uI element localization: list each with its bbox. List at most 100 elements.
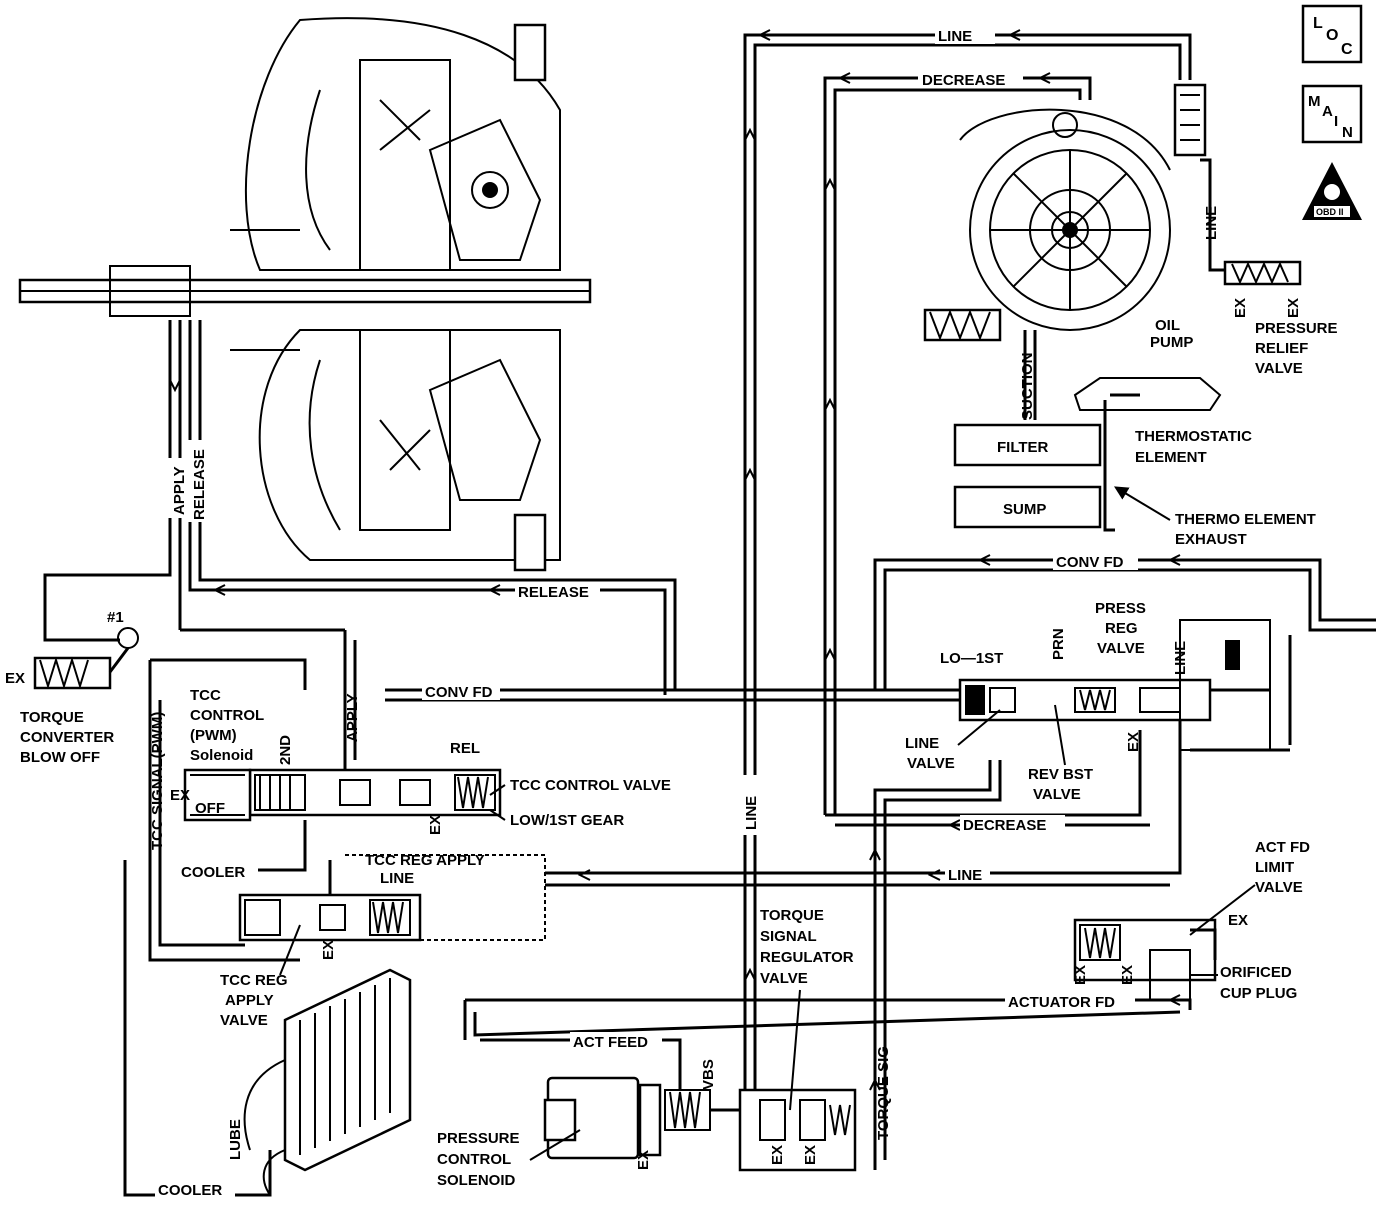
act-fd-limit-label-2: LIMIT [1255,859,1294,876]
svg-text:L: L [1313,15,1323,32]
act-fd-limit-label-1: ACT FD [1255,839,1310,856]
pressure-control-solenoid [543,1076,740,1160]
ex-label-press-reg: EX [1125,732,1142,752]
conv-fd-label-lower: CONV FD [425,684,493,701]
obd-label: OBD II [1316,207,1344,217]
torque-converter-label-1: TORQUE [20,709,84,726]
press-reg-label-1: PRESS [1095,600,1146,617]
pcs-label-2: CONTROL [437,1151,511,1168]
release-label-vertical: RELEASE [191,449,208,520]
ex-label-pcs: EX [635,1150,652,1170]
lo-1st-label: LO—1ST [940,650,1003,667]
act-fd-limit-valve [1073,918,1217,1001]
converter-blowoff-valve [33,627,139,690]
flow-arrows [169,29,1181,1091]
ex-label-relief-2: EX [1285,298,1302,318]
torque-converter-label-3: BLOW OFF [20,749,100,766]
line-label-top: LINE [938,28,972,45]
rev-bst-label-1: REV BST [1028,766,1093,783]
tcc-control-valve-label: TCC CONTROL VALVE [510,777,671,794]
thermo-exhaust-label-1: THERMO ELEMENT [1175,511,1316,528]
tcc-signal-label: TCC SIGNAL(PWM) [149,712,166,850]
tcc-reg-apply-valve-label-3: VALVE [220,1012,268,1029]
pressure-relief-valve [1173,83,1302,286]
hydraulic-lines [43,33,1376,1197]
pump-inlet-spring [923,308,1002,342]
thermo-exhaust-label-2: EXHAUST [1175,531,1247,548]
second-gear-label: 2ND [277,735,294,765]
actuator-fd-label: ACTUATOR FD [1008,994,1115,1011]
svg-text:I: I [1334,113,1338,130]
oil-pump-label: OIL PUMP [1150,317,1193,351]
thermostatic-element [1073,377,1222,411]
orificed-cup-label-1: ORIFICED [1220,964,1292,981]
ex-label-tcc-solenoid: EX [170,787,190,804]
main-icon[interactable]: M A I N [1301,84,1363,144]
tcc-reg-apply-label: TCC REG APPLY [365,852,485,869]
pcs-label-3: SOLENOID [437,1172,516,1189]
thermostatic-label-2: ELEMENT [1135,449,1207,466]
torque-signal-regulator-valve [738,1088,857,1172]
ex-label-act-fd-2: EX [1072,965,1089,985]
pressure-regulator-valve-body [958,619,1292,752]
tcc-pwm-solenoid [183,768,252,822]
pressure-relief-label-3: VALVE [1255,360,1303,377]
line-label-press-reg: LINE [1172,641,1189,675]
orificed-cup-label-2: CUP PLUG [1220,985,1297,1002]
torque-signal-label-2: SIGNAL [760,928,817,945]
ex-label-tcc-valve: EX [427,815,444,835]
lube-label: LUBE [227,1119,244,1160]
pressure-relief-label-1: PRESSURE [1255,320,1338,337]
ex-label-blowoff: EX [5,670,25,687]
thermostatic-label-1: THERMOSTATIC [1135,428,1252,445]
vbs-label: VBS [700,1059,717,1090]
prn-label: PRN [1050,628,1067,660]
press-reg-label-2: REG [1105,620,1138,637]
oil-pump [959,108,1171,331]
ex-label-act-fd-3: EX [1119,965,1136,985]
svg-text:M: M [1308,93,1321,110]
act-fd-limit-label-3: VALVE [1255,879,1303,896]
svg-text:N: N [1342,124,1353,141]
act-feed-label: ACT FEED [573,1034,648,1051]
ex-label-tsr-1: EX [769,1145,786,1165]
oil-pump-label-line2: PUMP [1150,334,1193,351]
svg-text:A: A [1322,103,1333,120]
tcc-reg-apply-valve-label-1: TCC REG [220,972,288,989]
ex-label-tsr-2: EX [802,1145,819,1165]
decrease-label-top: DECREASE [922,72,1005,89]
rev-bst-label-2: VALVE [1033,786,1081,803]
cooler-label-upper: COOLER [181,864,245,881]
apply-label-tcc: APPLY [344,693,361,742]
torque-signal-label-4: VALVE [760,970,808,987]
obd-ii-icon[interactable]: OBD II [1302,162,1362,220]
tcc-solenoid-label-1: TCC [190,687,221,704]
rel-label: REL [450,740,480,757]
torque-converter-drawing [18,17,592,572]
ex-label-tcc-reg: EX [320,940,337,960]
svg-text:O: O [1326,27,1338,44]
tcc-solenoid-label-4: Solenoid [190,747,253,764]
release-label: RELEASE [518,584,589,601]
apply-label-vertical: APPLY [171,466,188,515]
press-reg-label-3: VALVE [1097,640,1145,657]
torque-sig-label: TORQUE SIG [875,1046,892,1140]
tcc-solenoid-label-2: CONTROL [190,707,264,724]
torque-signal-label-1: TORQUE [760,907,824,924]
line-label-tcc-reg: LINE [380,870,414,887]
filter-label: FILTER [997,439,1049,456]
tcc-solenoid-label-3: (PWM) [190,727,237,744]
loc-icon[interactable]: L O C [1301,4,1363,64]
line-valve-label-2: VALVE [907,755,955,772]
torque-converter-label-2: CONVERTER [20,729,114,746]
pipe-labels: LINE DECREASE RELEASE CONV FD CONV FD RE… [155,26,1138,1199]
decrease-label-lower: DECREASE [963,817,1046,834]
cooler-radiator [243,968,412,1196]
line-label-vertical: LINE [743,796,760,830]
torque-signal-label-3: REGULATOR [760,949,854,966]
sump-label: SUMP [1003,501,1046,518]
conv-fd-label-upper: CONV FD [1056,554,1124,571]
line-label-relief: LINE [1203,206,1220,240]
